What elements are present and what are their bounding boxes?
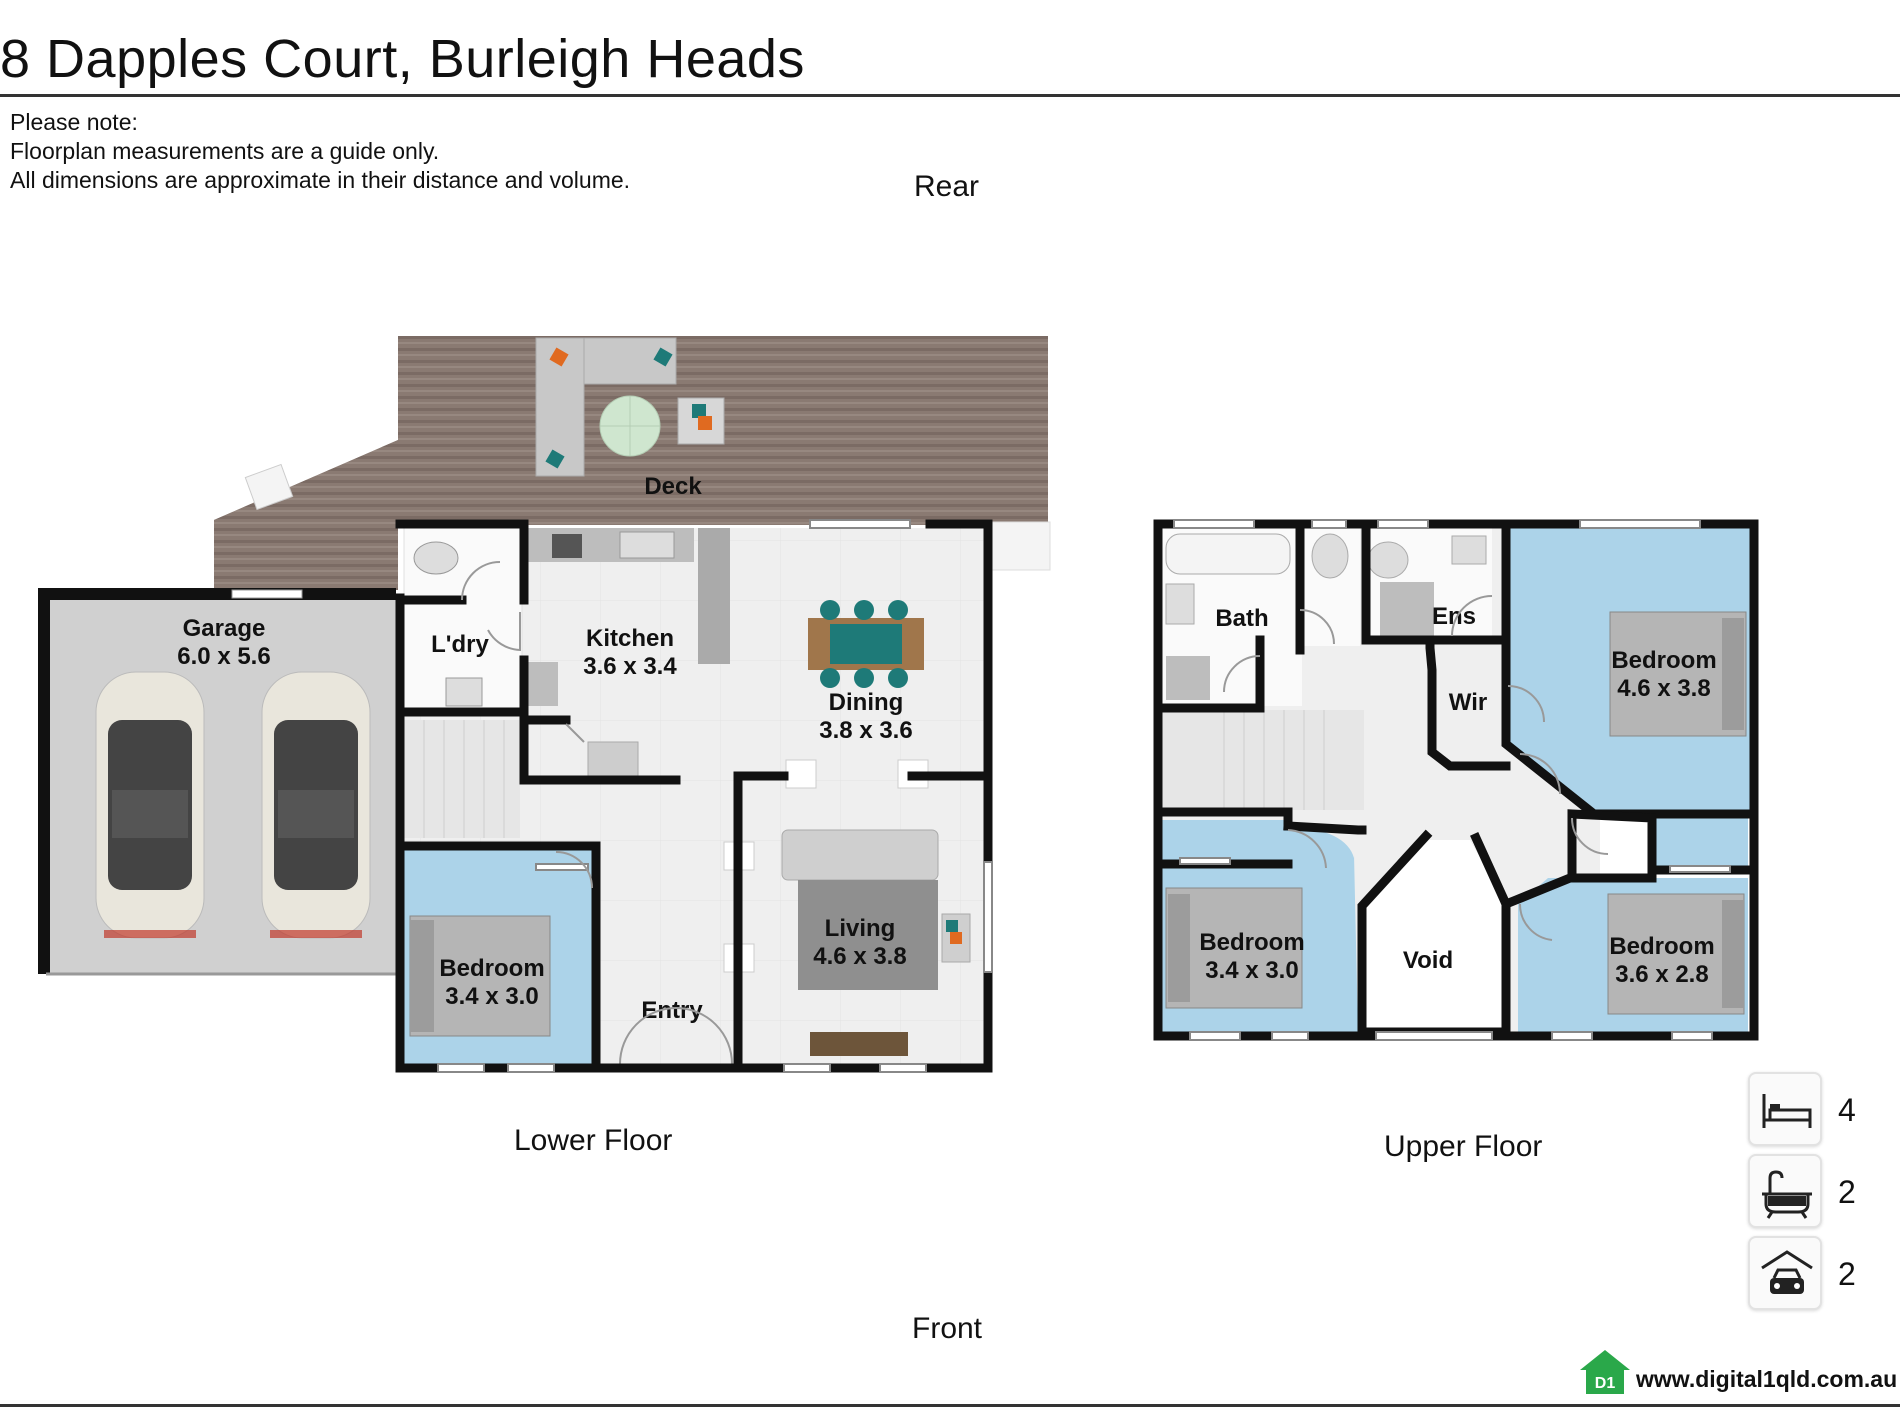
bath-label: Bath (1215, 605, 1268, 632)
rear-label: Rear (914, 170, 980, 203)
kitchen-label: Kitchen (586, 625, 674, 652)
lower-windows (437, 519, 993, 1073)
lower-floor-plan: Deck Garage 6.0 x 5.6 Bedroom 3.4 x 3.0 (38, 336, 1051, 1073)
upper-bedroom-3-label: Bedroom (1609, 933, 1714, 960)
garage-size: 6.0 x 5.6 (177, 643, 270, 670)
car-right (261, 671, 371, 939)
dining-size: 3.8 x 3.6 (819, 717, 912, 744)
bath-icon (1762, 1170, 1812, 1219)
kitchen-benches (526, 528, 730, 779)
bed-icon (1762, 1094, 1812, 1128)
lower-stairs (404, 720, 520, 838)
car-spaces-stat (1748, 1236, 1822, 1310)
lower-floor-walls (395, 519, 993, 1073)
upper-stairs (1162, 710, 1364, 810)
note-line: Floorplan measurements are a guide only. (10, 138, 440, 164)
garage-label: Garage (183, 615, 266, 642)
upper-bedroom-2-size: 3.4 x 3.0 (1205, 957, 1298, 984)
void-label: Void (1403, 947, 1453, 974)
lower-floor-caption: Lower Floor (514, 1124, 673, 1157)
brand-url-link[interactable]: www.digital1qld.com.au (1636, 1366, 1898, 1392)
upper-bedroom-2-label: Bedroom (1199, 929, 1304, 956)
front-label: Front (912, 1312, 983, 1345)
kitchen-size: 3.6 x 3.4 (583, 653, 677, 680)
footer-divider (0, 1404, 1900, 1407)
digital1-logo: D1 (1580, 1350, 1630, 1394)
deck-floor (214, 336, 1048, 590)
car-spaces-count: 2 (1838, 1256, 1856, 1292)
bedrooms-count: 4 (1838, 1092, 1856, 1128)
page-title: 8 Dapples Court, Burleigh Heads (0, 29, 805, 89)
void-area (1362, 840, 1506, 1032)
upper-bedroom-1-size: 4.6 x 3.8 (1617, 675, 1710, 702)
upper-floor-walls (1153, 519, 1759, 1041)
note-heading: Please note: (10, 109, 138, 135)
dining-table (808, 600, 924, 688)
disclaimer-note: Please note: Floorplan measurements are … (10, 108, 630, 195)
outdoor-lounge (535, 337, 725, 477)
logo-text: D1 (1595, 1375, 1616, 1392)
lower-bedroom-size: 3.4 x 3.0 (445, 983, 538, 1010)
bedrooms-stat (1748, 1072, 1822, 1146)
living-label: Living (825, 915, 896, 942)
upper-bedroom-3-size: 3.6 x 2.8 (1615, 961, 1708, 988)
upper-windows (1173, 519, 1731, 1041)
bathrooms-count: 2 (1838, 1174, 1856, 1210)
upper-floor-plan: Bath Ens Wir Void Bedroom 4.6 x 3.8 Bedr… (1153, 519, 1759, 1041)
living-size: 4.6 x 3.8 (813, 943, 906, 970)
dining-label: Dining (829, 689, 904, 716)
garage-car-icon (1761, 1250, 1813, 1294)
living-furniture (781, 829, 971, 1056)
note-line: All dimensions are approximate in their … (10, 167, 631, 193)
car-left (95, 671, 205, 939)
upper-bedroom-1-label: Bedroom (1611, 647, 1716, 674)
bathrooms-stat (1748, 1154, 1822, 1228)
laundry-label: L'dry (431, 631, 489, 658)
lower-bedroom-label: Bedroom (439, 955, 544, 982)
title-divider (0, 94, 1900, 97)
upper-floor-caption: Upper Floor (1384, 1130, 1543, 1163)
deck-label: Deck (644, 473, 702, 500)
wir-label: Wir (1449, 689, 1487, 716)
